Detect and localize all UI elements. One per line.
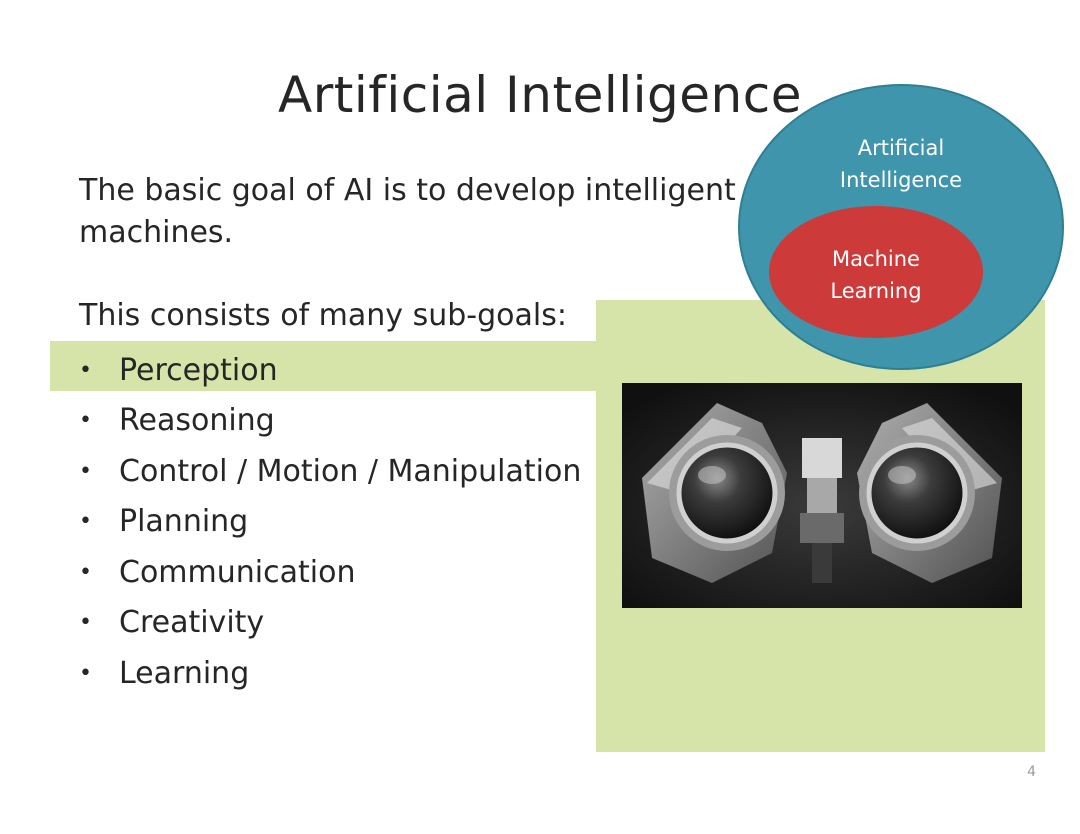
venn-inner-label: Machine Learning <box>830 247 922 303</box>
venn-inner-circle <box>769 206 983 338</box>
bullet-icon: • <box>79 559 92 585</box>
bullet-icon: • <box>79 458 92 484</box>
bullet-icon: • <box>79 408 92 434</box>
bullet-label: Control / Motion / Manipulation <box>119 453 582 489</box>
list-item: • Communication <box>79 547 581 598</box>
bullet-icon: • <box>79 610 92 636</box>
robot-eyes-photo <box>622 383 1022 608</box>
highlight-band <box>50 341 598 391</box>
robot-eyes-illustration <box>622 383 1022 608</box>
subgoal-lead-text: This consists of many sub-goals: <box>79 298 567 333</box>
page-number: 4 <box>1027 764 1036 780</box>
list-item: • Perception <box>79 345 581 396</box>
bullet-icon: • <box>79 660 92 686</box>
bullet-label: Reasoning <box>119 403 275 439</box>
bullet-icon: • <box>79 357 92 383</box>
bullet-label: Learning <box>119 655 250 691</box>
bullet-label: Planning <box>119 504 249 540</box>
list-item: • Planning <box>79 497 581 548</box>
list-item: • Creativity <box>79 598 581 649</box>
venn-outer-label: Artificial Intelligence <box>839 136 963 192</box>
list-item: • Reasoning <box>79 396 581 447</box>
subgoal-list: • Perception • Reasoning • Control / Motion… <box>79 345 581 699</box>
bullet-label: Perception <box>119 352 278 388</box>
bullet-label: Communication <box>119 554 356 590</box>
bullet-icon: • <box>79 509 92 535</box>
list-item: • Control / Motion / Manipulation <box>79 446 581 497</box>
list-item: • Learning <box>79 648 581 699</box>
venn-diagram: Artificial Intelligence Machine Learning <box>736 82 1066 372</box>
bullet-label: Creativity <box>119 605 265 641</box>
intro-text: The basic goal of AI is to develop intel… <box>79 173 736 250</box>
slide-title: Artificial Intelligence <box>278 66 802 124</box>
venn-circles <box>738 84 1064 370</box>
